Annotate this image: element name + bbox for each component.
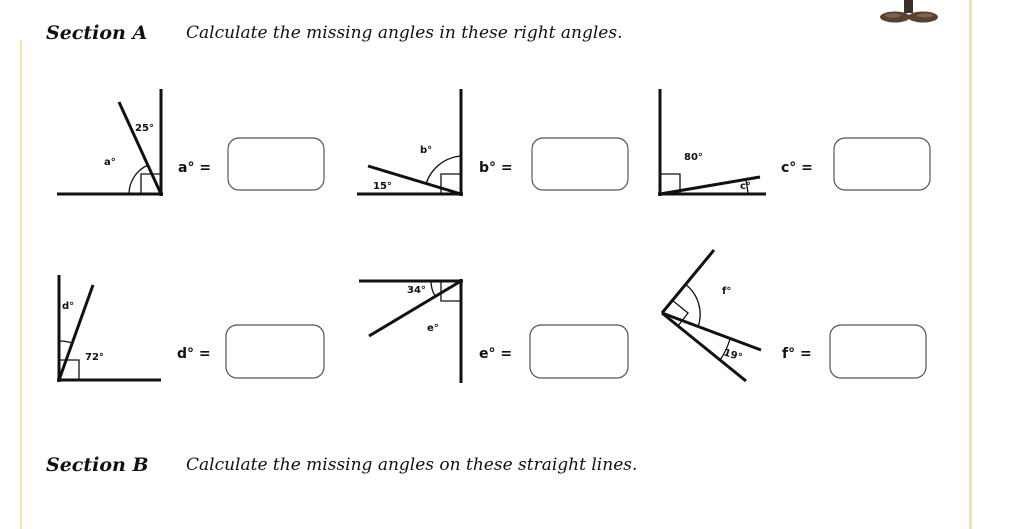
equation-label: b° = (479, 160, 513, 176)
diagram-b: 15° b° b° = (357, 89, 629, 196)
equation-label: a° = (178, 160, 211, 176)
given-angle-label: 80° (684, 152, 703, 163)
equation-label: f° = (782, 346, 812, 362)
diagram-a: 25° a° a° = (57, 89, 325, 196)
unknown-angle-label: b° (420, 145, 432, 156)
given-angle-label: 25° (135, 123, 154, 134)
answer-box-c[interactable] (833, 137, 931, 191)
given-angle-label: 19° (722, 347, 743, 363)
unknown-angle-label: f° (722, 286, 731, 297)
given-angle-label: 72° (85, 352, 104, 363)
unknown-angle-label: a° (104, 157, 116, 168)
answer-box-a[interactable] (227, 137, 325, 191)
page-margin-left (20, 40, 22, 529)
unknown-angle-label: e° (427, 323, 439, 334)
answer-box-e[interactable] (529, 324, 629, 379)
diagram-e: 34° e° e° = (359, 279, 629, 383)
answer-box-b[interactable] (531, 137, 629, 191)
answer-box-f[interactable] (829, 324, 927, 379)
mascot-feet-icon (880, 0, 938, 23)
answer-box-d[interactable] (225, 324, 325, 379)
equation-label: e° = (479, 346, 512, 362)
equation-label: d° = (177, 346, 211, 362)
equation-label: c° = (781, 160, 813, 176)
section-a-heading: Section A (46, 22, 148, 44)
given-angle-label: 34° (407, 285, 426, 296)
diagram-d: d° 72° d° = (57, 275, 325, 382)
given-angle-label: 15° (373, 181, 392, 192)
section-b-heading: Section B (46, 454, 149, 476)
unknown-angle-label: c° (740, 181, 751, 192)
unknown-angle-label: d° (62, 301, 74, 312)
section-b-instruction: Calculate the missing angles on these st… (186, 455, 638, 475)
diagram-c: 80° c° c° = (658, 89, 931, 196)
diagram-f: f° 19° f° = (660, 249, 927, 383)
page-margin-right (969, 0, 972, 529)
section-a-instruction: Calculate the missing angles in these ri… (186, 23, 623, 43)
